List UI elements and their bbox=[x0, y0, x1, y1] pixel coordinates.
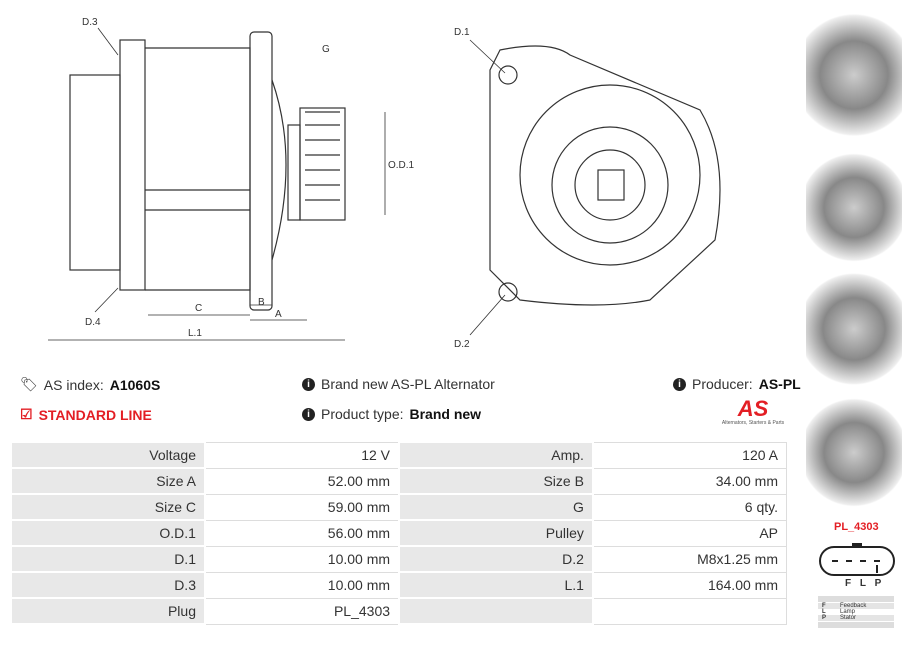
spec-value: 120 A bbox=[592, 441, 787, 469]
technical-drawing: D.3 D.4 G O.D.1 C B A L.1 D.1 D.2 bbox=[48, 17, 721, 350]
checkbox-icon: ☑ bbox=[20, 406, 33, 422]
info-icon: i bbox=[302, 407, 315, 421]
svg-text:C: C bbox=[195, 303, 202, 314]
plug-name: PL_4303 bbox=[834, 521, 879, 533]
spec-value: 12 V bbox=[204, 441, 400, 469]
standard-line-badge: ☑STANDARD LINE bbox=[20, 406, 152, 423]
spec-value: M8x1.25 mm bbox=[592, 545, 787, 573]
plug-pins: F L P bbox=[845, 578, 882, 589]
spec-value: 10.00 mm bbox=[204, 545, 400, 573]
svg-text:B: B bbox=[258, 297, 265, 308]
spec-value: 34.00 mm bbox=[592, 467, 787, 495]
spec-label: Size B bbox=[398, 467, 594, 495]
svg-text:D.3: D.3 bbox=[82, 17, 98, 28]
spec-label: Voltage bbox=[10, 441, 206, 469]
product-photo-side bbox=[806, 150, 902, 265]
plug-connector-icon bbox=[819, 543, 895, 576]
spec-label: D.2 bbox=[398, 545, 594, 573]
info-icon: i bbox=[673, 377, 686, 391]
spec-value: 59.00 mm bbox=[204, 493, 400, 521]
spec-value: AP bbox=[592, 519, 787, 547]
as-index: 🏷AS index:A1060S bbox=[20, 376, 161, 393]
info-icon: i bbox=[302, 377, 315, 391]
spec-value: 52.00 mm bbox=[204, 467, 400, 495]
spec-label: Pulley bbox=[398, 519, 594, 547]
spec-label: Size C bbox=[10, 493, 206, 521]
tag-icon: 🏷 bbox=[20, 376, 38, 392]
spec-label: O.D.1 bbox=[10, 519, 206, 547]
spec-value: 6 qty. bbox=[592, 493, 787, 521]
svg-text:G: G bbox=[322, 44, 330, 55]
spec-label: G bbox=[398, 493, 594, 521]
svg-text:D.4: D.4 bbox=[85, 317, 101, 328]
svg-text:D.1: D.1 bbox=[454, 27, 470, 38]
spec-value: 164.00 mm bbox=[592, 571, 787, 599]
product-photo-angle bbox=[806, 395, 902, 510]
product-photo-back bbox=[806, 268, 902, 390]
svg-text:D.2: D.2 bbox=[454, 339, 470, 350]
product-photo-front bbox=[806, 5, 902, 145]
svg-text:A: A bbox=[275, 309, 282, 320]
spec-label: D.1 bbox=[10, 545, 206, 573]
spec-label bbox=[398, 597, 594, 625]
spec-label: D.3 bbox=[10, 571, 206, 599]
spec-value bbox=[592, 597, 787, 625]
spec-label: L.1 bbox=[398, 571, 594, 599]
svg-text:L.1: L.1 bbox=[188, 328, 202, 339]
spec-value: PL_4303 bbox=[204, 597, 400, 625]
spec-value: 10.00 mm bbox=[204, 571, 400, 599]
svg-text:O.D.1: O.D.1 bbox=[388, 160, 415, 171]
spec-label: Amp. bbox=[398, 441, 594, 469]
as-pl-logo: AS Alternators, Starters & Parts bbox=[721, 396, 785, 427]
spec-label: Plug bbox=[10, 597, 206, 625]
spec-label: Size A bbox=[10, 467, 206, 495]
spec-value: 56.00 mm bbox=[204, 519, 400, 547]
